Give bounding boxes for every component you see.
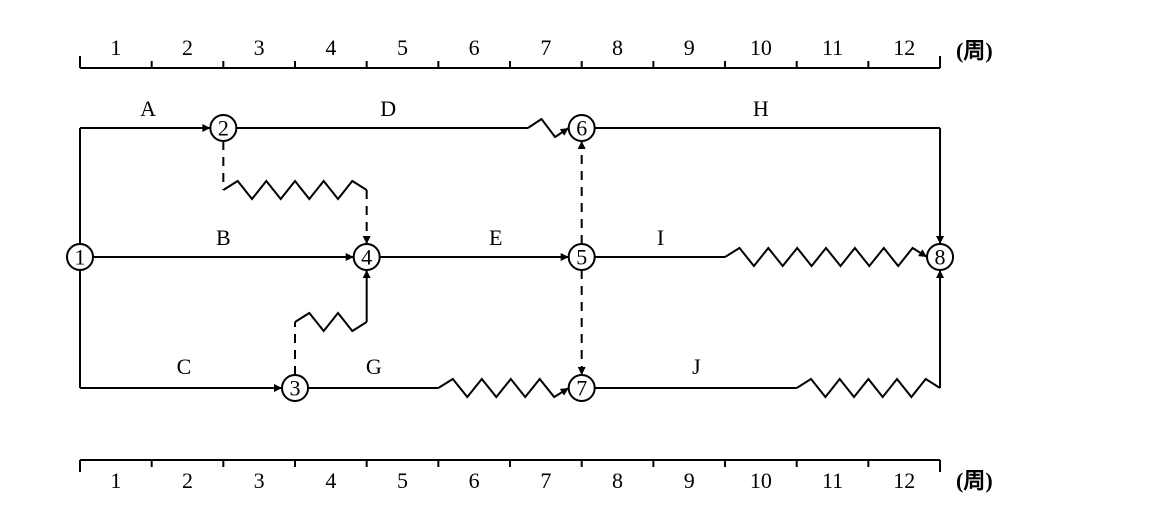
activity-h-label: H	[753, 96, 769, 121]
node-2-label: 2	[218, 116, 229, 141]
top-tick-label: 11	[822, 35, 843, 60]
node-1-label: 1	[75, 245, 86, 270]
node-8-label: 8	[935, 245, 946, 270]
top-tick-label: 7	[540, 35, 551, 60]
node-3-label: 3	[290, 376, 301, 401]
top-tick-label: 10	[750, 35, 772, 60]
activity-j-label: J	[692, 354, 701, 379]
event-nodes: 1 2 3 4 5 6 7 8	[66, 114, 955, 402]
activity-arrows	[79, 117, 945, 399]
node-1-circle	[66, 243, 94, 271]
activity-c-label: C	[177, 354, 192, 379]
node-8-circle	[926, 243, 955, 271]
bottom-tick-label: 1	[110, 468, 121, 493]
top-scale-ticks	[79, 56, 942, 68]
node-6-circle	[567, 114, 596, 142]
bottom-tick-label: 10	[750, 468, 772, 493]
node-2-circle	[209, 114, 238, 142]
node-6-label: 6	[576, 116, 587, 141]
activity-i-label: I	[657, 225, 664, 250]
activity-b-label: B	[216, 225, 231, 250]
activity-g-label: G	[366, 354, 382, 379]
top-tick-label: 5	[397, 35, 408, 60]
top-tick-label: 9	[684, 35, 695, 60]
node-7-circle	[567, 374, 596, 402]
bottom-tick-label: 6	[469, 468, 480, 493]
activity-j-free-float	[796, 377, 941, 399]
activity-d-free-float	[527, 117, 570, 139]
bottom-tick-label: 8	[612, 468, 623, 493]
bottom-tick-label: 3	[254, 468, 265, 493]
node-4-circle	[352, 243, 381, 271]
bottom-tick-label: 2	[182, 468, 193, 493]
top-tick-label: 1	[110, 35, 121, 60]
bottom-tick-label: 12	[893, 468, 915, 493]
activity-g-free-float	[437, 377, 570, 399]
top-tick-label: 8	[612, 35, 623, 60]
bottom-tick-label: 5	[397, 468, 408, 493]
node-3-circle	[281, 374, 310, 402]
bottom-tick-label: 7	[540, 468, 551, 493]
node-4-label: 4	[361, 245, 372, 270]
top-unit-label: (周)	[956, 38, 993, 63]
dummy-3-4-free-float	[294, 311, 368, 333]
activity-a-label: A	[140, 96, 156, 121]
bottom-scale-ticks	[79, 460, 942, 472]
top-tick-label: 4	[325, 35, 336, 60]
node-5-label: 5	[576, 245, 587, 270]
bottom-tick-label: 9	[684, 468, 695, 493]
node-7-label: 7	[576, 376, 587, 401]
top-tick-label: 6	[469, 35, 480, 60]
top-tick-label: 2	[182, 35, 193, 60]
activity-e-label: E	[489, 225, 502, 250]
node-5-circle	[567, 243, 596, 271]
bottom-unit-label: (周)	[956, 468, 993, 493]
bottom-tick-label: 11	[822, 468, 843, 493]
activity-i-free-float	[724, 246, 928, 268]
bottom-tick-label: 4	[325, 468, 336, 493]
dummy-2-4-free-float	[222, 179, 368, 201]
top-tick-label: 12	[893, 35, 915, 60]
activity-labels: A B C D E G H I J	[140, 96, 769, 379]
activity-d-label: D	[380, 96, 396, 121]
top-tick-label: 3	[254, 35, 265, 60]
